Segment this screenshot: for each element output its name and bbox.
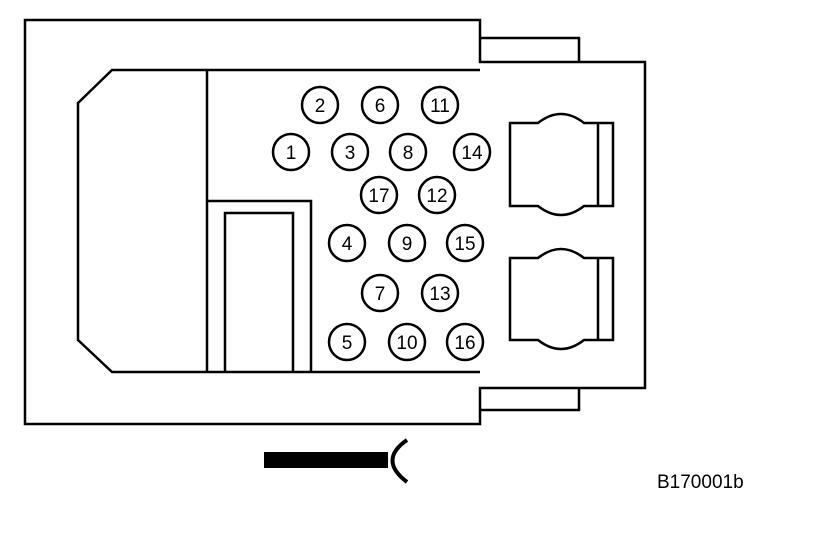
- pin-label: 14: [461, 143, 483, 164]
- pin-circle: [271, 132, 311, 172]
- pin-circle: [330, 132, 370, 172]
- pin-circle: [360, 273, 400, 313]
- pin-label: 16: [454, 333, 475, 354]
- pin-3: 3: [330, 132, 370, 172]
- pin-11: 11: [420, 85, 460, 125]
- pin-circle: [387, 322, 427, 362]
- figure-id: B170001b: [657, 472, 744, 493]
- pin-circle: [360, 85, 400, 125]
- pin-circle: [445, 322, 485, 362]
- pin-label: 7: [375, 284, 386, 305]
- pin-5: 5: [327, 322, 367, 362]
- pin-1: 1: [271, 132, 311, 172]
- pin-circle: [420, 85, 460, 125]
- pin-circle: [327, 322, 367, 362]
- pin-label: 4: [342, 234, 353, 255]
- pin-16: 16: [445, 322, 485, 362]
- pin-6: 6: [360, 85, 400, 125]
- pin-circle: [420, 273, 460, 313]
- pin-label: 13: [429, 284, 450, 305]
- top-latch-tab: [480, 36, 581, 62]
- pin-circle: [417, 175, 457, 215]
- pin-circle: [388, 132, 428, 172]
- pin-15: 15: [445, 223, 485, 263]
- pin-17: 17: [359, 175, 399, 215]
- pin-label: 1: [286, 143, 297, 164]
- pin-2: 2: [300, 85, 340, 125]
- wire-harness-symbol: [264, 438, 409, 484]
- pin-label: 10: [396, 333, 417, 354]
- pin-4: 4: [327, 223, 367, 263]
- pin-8: 8: [388, 132, 428, 172]
- connector-housing-outline: [23, 18, 647, 426]
- bottom-latch-tab: [480, 388, 581, 412]
- pin-label: 17: [368, 186, 389, 207]
- lower-latch-window: [508, 247, 615, 351]
- pin-label: 5: [342, 333, 353, 354]
- pin-circle: [452, 132, 492, 172]
- pin-label: 2: [315, 96, 326, 117]
- pin-circle: [300, 85, 340, 125]
- inner-cavity-outline: [76, 68, 480, 374]
- pin-9: 9: [387, 223, 427, 263]
- pin-circle: [359, 175, 399, 215]
- pin-circle: [387, 223, 427, 263]
- pin-label: 9: [402, 234, 413, 255]
- pin-label: 12: [426, 186, 447, 207]
- upper-latch-window: [508, 112, 615, 217]
- pin-7: 7: [360, 273, 400, 313]
- key-slot-inner: [223, 211, 295, 372]
- pin-13: 13: [420, 273, 460, 313]
- pin-label: 6: [375, 96, 386, 117]
- pin-label: 11: [430, 96, 450, 117]
- pin-12: 12: [417, 175, 457, 215]
- pin-label: 3: [345, 143, 356, 164]
- pin-circle: [445, 223, 485, 263]
- pin-label: 15: [454, 234, 475, 255]
- key-slot-outer: [207, 199, 313, 372]
- pin-10: 10: [387, 322, 427, 362]
- pin-circle: [327, 223, 367, 263]
- pin-14: 14: [452, 132, 492, 172]
- pin-label: 8: [403, 143, 414, 164]
